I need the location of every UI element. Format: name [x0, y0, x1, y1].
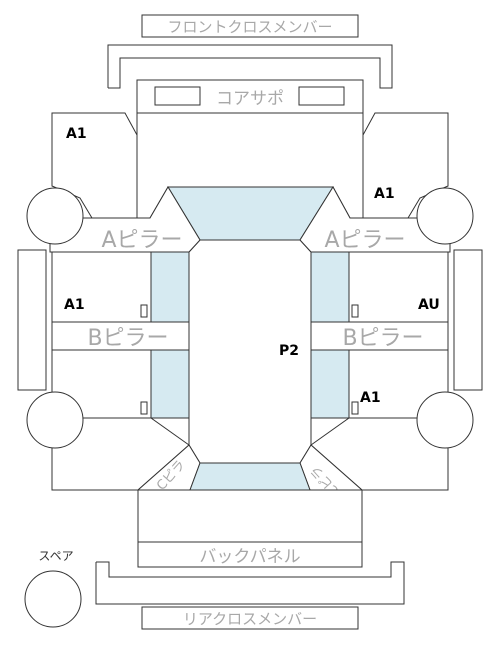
front-cross-member-label: フロントクロスメンバー — [167, 18, 332, 36]
rear-cross-member-label: リアクロスメンバー — [183, 610, 317, 628]
wheel-rear-left — [26, 391, 84, 449]
trunk-lid — [137, 489, 363, 543]
b-pillar-left-label: Bピラー — [87, 326, 168, 351]
right-side-sill — [453, 249, 483, 391]
front-right-door-handle — [351, 304, 359, 318]
code-roof: P2 — [279, 343, 299, 359]
rear-right-door-handle — [351, 401, 359, 415]
code-front-left-door: A1 — [64, 297, 85, 313]
wheel-front-left — [26, 187, 84, 245]
a-pillar-left: Aピラー — [49, 186, 201, 253]
wheel-front-right — [416, 187, 474, 245]
core-support-label: コアサポ — [216, 89, 284, 109]
front-left-door-handle — [140, 304, 148, 318]
code-front-right-fender: A1 — [374, 186, 395, 202]
back-panel-label: バックパネル — [199, 547, 300, 567]
spare-label: スペア — [38, 549, 73, 563]
rear-bracket — [95, 561, 405, 605]
rear-left-door-handle — [140, 401, 148, 415]
a-pillar-right: Aピラー — [299, 186, 451, 253]
b-pillar-right-label: Bピラー — [342, 326, 423, 351]
spare-tire: スペア — [24, 549, 82, 628]
a-pillar-left-label: Aピラー — [101, 228, 182, 253]
code-front-left-fender: A1 — [66, 126, 87, 142]
code-rear-right-door: A1 — [360, 390, 381, 406]
rear-cross-member: リアクロスメンバー — [141, 606, 359, 630]
wheel-rear-right — [416, 391, 474, 449]
b-pillar-right: Bピラー — [310, 321, 449, 351]
code-front-right-door: AU — [418, 297, 440, 313]
rear-glass — [189, 462, 311, 491]
c-pillar-left: Cピラ — [136, 444, 201, 494]
back-panel: バックパネル — [137, 541, 363, 568]
b-pillar-left: Bピラー — [51, 321, 190, 351]
core-support: コアサポ — [136, 79, 364, 114]
left-side-sill — [17, 249, 47, 391]
a-pillar-right-label: Aピラー — [324, 228, 405, 253]
front-cross-member: フロントクロスメンバー — [141, 14, 359, 38]
front-bracket — [107, 44, 393, 89]
